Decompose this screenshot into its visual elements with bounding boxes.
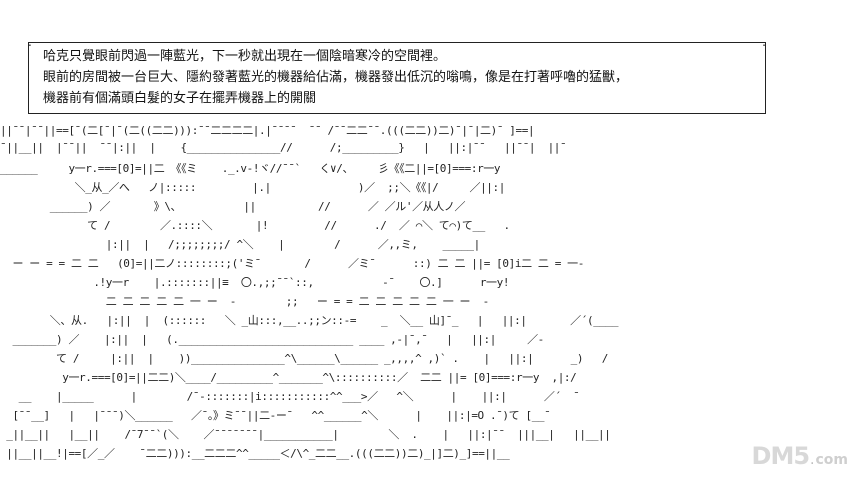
watermark-dot: . [810,452,815,468]
art-line: _||__|| |__|| /¯7¯¯`(＼ ／¯¯¯¯¯¯¯|________… [0,428,611,441]
narration-line-1: 哈克只覺眼前閃過一陣藍光，下一秒就出現在一個陰暗寒冷的空間裡。 [43,49,447,64]
narration-box: . . 哈克只覺眼前閃過一陣藍光，下一秒就出現在一個陰暗寒冷的空間裡。 眼前的房… [28,36,766,114]
art-line: て / |:|| | ))_______________^\______\___… [0,352,608,365]
art-line: ＼、从. |:|| | (:::::: ＼ _山:::,__..;;ン::-= … [0,314,619,327]
art-line: ＼_从_／へ ノ|::::: |.| )／ ;;＼《《|/ ／||:| [0,181,506,194]
art-line: |:|| | /;;;;;;;;/ ^＼ | / ／,,ミ, _____| [0,238,480,251]
art-line: ¯||__|| |¯¯|| ¯¯|:|| | {_______________/… [0,141,567,154]
art-line: _______) ／ |:|| | (.____________________… [0,333,544,346]
site-watermark: DM5 . com [752,444,848,468]
art-line: ー ー = = 二 二 (0]=||二ノ::::::::;('ミ¯ / ／ミ¯ … [0,257,584,270]
watermark-domain: com [815,452,848,468]
art-line: __ |_____ | /¯-:::::::|i:::::::::::^^___… [0,390,580,403]
art-line: [¯¯__] | |¯¯¯)＼______ ／¯。》ミ¯¯||二-ー¯ ^^__… [0,409,551,422]
box-corner-top-right: . [762,35,766,49]
narration-line-3: 機器前有個滿頭白髮的女子在擺弄機器上的開關 [43,91,317,106]
art-line: ||¯¯|¯¯||==[¯(二[¯|¯(二((二二))):¯¯二二二二|.|¯¯… [0,124,535,137]
watermark-brand: DM5 [751,442,811,470]
art-line: て / ／.::::＼ |! // ./ ／ ⌒＼ て⌒)て__ . [0,219,510,232]
art-line: y一r.===[0]=||二二)＼____/_________^_______^… [0,371,577,384]
art-line: ______) ／ 》\、 || // ／ ／ル'／从人ノ／ [0,200,466,213]
art-line: .!y一r |.:::::::||≡ 〇.,;;¯¯`::, -¯ 〇.] r一… [0,276,510,289]
ascii-art-scene: ||¯¯|¯¯||==[¯(二[¯|¯(二((二二))):¯¯二二二二|.|¯¯… [0,118,864,463]
art-line: ______ y一r.===[0]=||二 《《ミ ._.v-!ヾ//¯¯` く… [0,162,501,175]
art-line: 二 二 二 二 二 一 ー - ;; ー = = 二 二 二 二 二 一 ー - [0,295,489,308]
art-line: ||__||__!|==[／_／ ¯二二))):__二二二^^_____＜/\^… [0,447,510,460]
box-corner-top-left: . [28,35,32,49]
narration-line-2: 眼前的房間被一台巨大、隱約發著藍光的機器給佔滿，機器發出低沉的嗡鳴，像是在打著呼… [43,70,629,85]
